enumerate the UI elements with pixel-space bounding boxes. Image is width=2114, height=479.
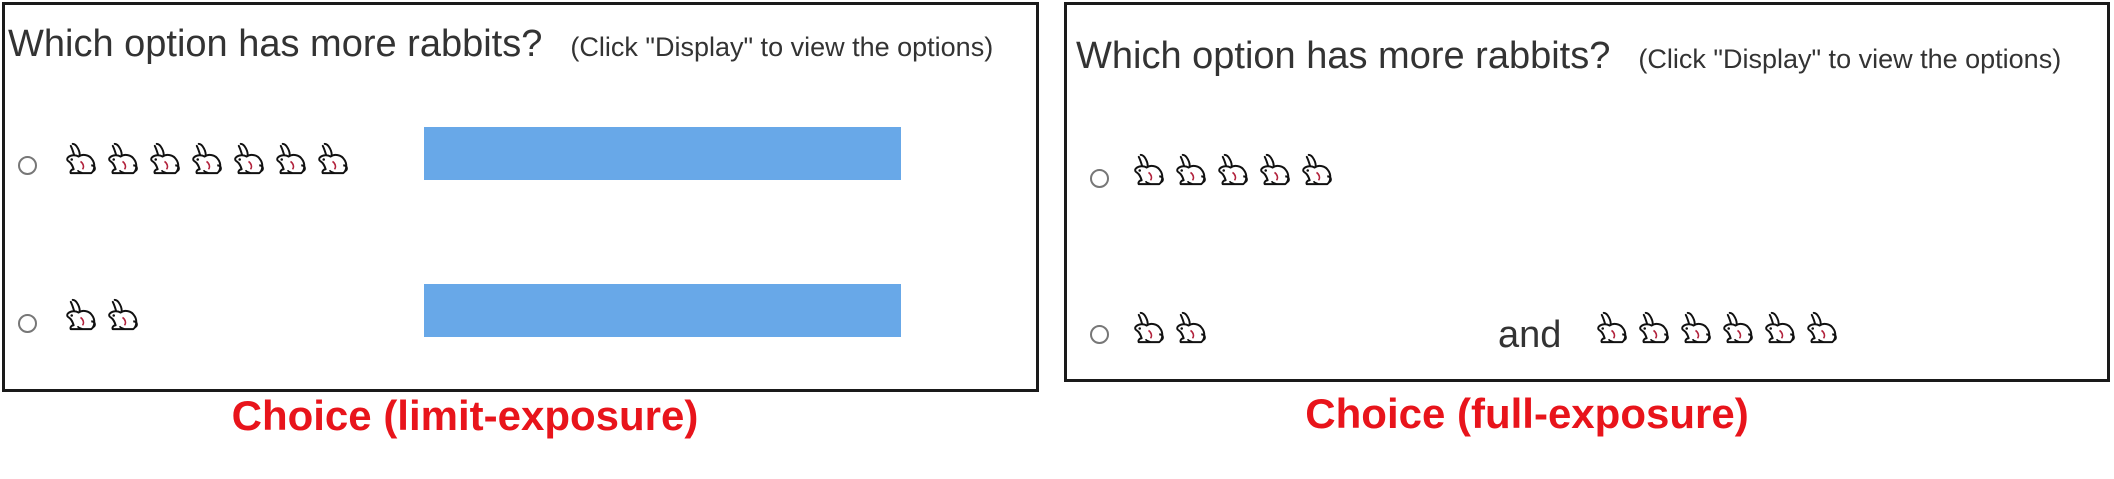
- rabbit-icon: [1213, 151, 1252, 190]
- rabbit-icon: [61, 140, 100, 179]
- option-1-rabbits: [61, 140, 352, 179]
- caption-limit-exposure: Choice (limit-exposure): [231, 392, 699, 439]
- rabbit-icon: [1255, 151, 1294, 190]
- choice-panel-limit-exposure: Which option has more rabbits? (Click "Di…: [2, 2, 1039, 392]
- rabbit-icon: [1171, 309, 1210, 348]
- rabbit-icon: [1297, 151, 1336, 190]
- option-2-rabbits: [1129, 309, 1210, 348]
- rabbit-icon: [1802, 309, 1841, 348]
- rabbit-icon: [271, 140, 310, 179]
- rabbit-icon: [1129, 309, 1168, 348]
- rabbit-icon: [313, 140, 352, 179]
- option-2-and-label: and: [1498, 314, 1562, 356]
- option-2-hidden-bar: [424, 284, 901, 337]
- question-heading: Which option has more rabbits? (Click "Di…: [1076, 35, 2061, 78]
- rabbit-icon: [103, 296, 142, 335]
- rabbit-icon: [1676, 309, 1715, 348]
- option-1-radio[interactable]: [18, 156, 37, 175]
- rabbit-icon: [229, 140, 268, 179]
- option-2-radio[interactable]: [18, 314, 37, 333]
- choice-panel-full-exposure: Which option has more rabbits? (Click "Di…: [1064, 2, 2110, 382]
- rabbit-icon: [1718, 309, 1757, 348]
- rabbit-icon: [103, 140, 142, 179]
- rabbit-icon: [1171, 151, 1210, 190]
- caption-full-exposure: Choice (full-exposure): [1305, 390, 1749, 437]
- option-1-radio[interactable]: [1090, 169, 1109, 188]
- question-hint: (Click "Display" to view the options): [1638, 44, 2062, 74]
- rabbit-icon: [61, 296, 100, 335]
- rabbit-icon: [145, 140, 184, 179]
- option-1-hidden-bar: [424, 127, 901, 180]
- rabbit-icon: [1592, 309, 1631, 348]
- option-2-radio[interactable]: [1090, 325, 1109, 344]
- option-1-rabbits: [1129, 151, 1336, 190]
- option-2-rabbits: [61, 296, 142, 335]
- option-2-extra-rabbits: [1592, 309, 1841, 348]
- question-text: Which option has more rabbits?: [1076, 35, 1611, 77]
- question-heading: Which option has more rabbits? (Click "Di…: [8, 23, 993, 66]
- rabbit-icon: [1129, 151, 1168, 190]
- question-text: Which option has more rabbits?: [8, 23, 543, 65]
- rabbit-icon: [1634, 309, 1673, 348]
- question-hint: (Click "Display" to view the options): [570, 32, 994, 62]
- rabbit-icon: [1760, 309, 1799, 348]
- rabbit-icon: [187, 140, 226, 179]
